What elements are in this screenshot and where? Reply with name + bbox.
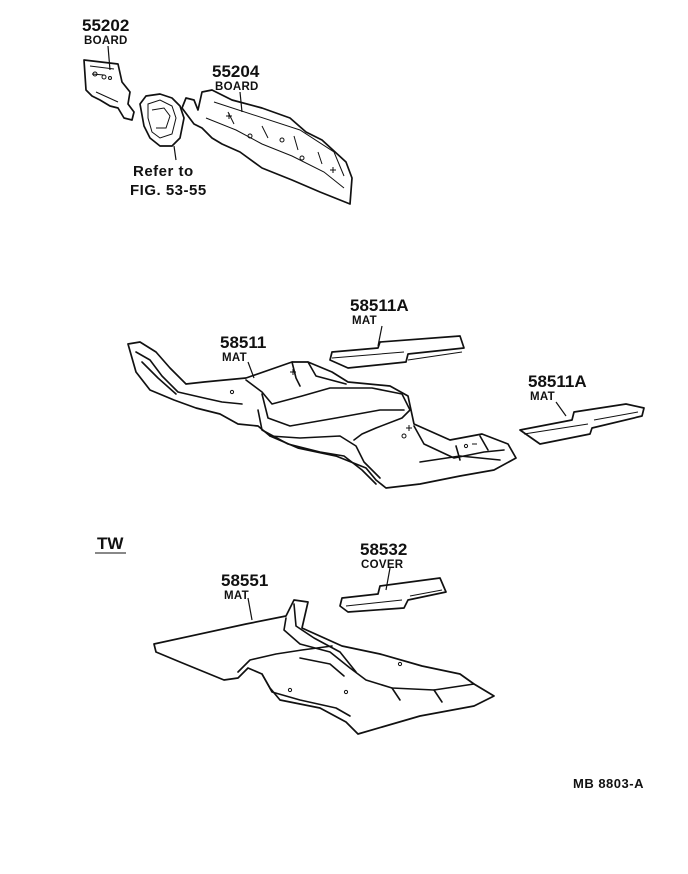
part-name-58511: MAT — [222, 352, 247, 364]
mat-58511A-right-drawing — [519, 403, 645, 445]
variant-label: TW — [97, 534, 124, 553]
cover-58532-drawing — [339, 577, 447, 613]
part-name-58532: COVER — [361, 559, 404, 571]
mat-58551-drawing — [153, 599, 495, 735]
part-name-58551: MAT — [224, 590, 249, 602]
part-number-58511A-upper: 58511A — [350, 296, 409, 315]
leader-55202 — [107, 45, 111, 71]
part-number-55204: 55204 — [212, 62, 260, 81]
reference-line-2: FIG. 53-55 — [130, 182, 207, 199]
part-name-58511A-right: MAT — [530, 391, 555, 403]
leader-refer — [173, 145, 177, 161]
part-number-58511: 58511 — [220, 333, 266, 352]
part-number-58532: 58532 — [360, 540, 407, 559]
leader-58532 — [385, 567, 391, 591]
part-number-55202: 55202 — [82, 16, 129, 35]
part-name-55202: BOARD — [84, 35, 128, 47]
part-name-55204: BOARD — [215, 81, 259, 93]
leader-58551 — [247, 597, 253, 621]
reference-line-1: Refer to — [133, 163, 194, 180]
mat-58511A-upper-drawing — [329, 335, 465, 369]
board-55204-drawing — [181, 89, 353, 205]
leader-58511A-right — [555, 401, 567, 417]
leader-58511 — [247, 361, 255, 379]
part-number-58511A-right: 58511A — [528, 372, 587, 391]
refer-part-drawing — [139, 93, 185, 147]
board-55202-drawing — [83, 59, 135, 121]
part-number-58551: 58551 — [221, 571, 268, 590]
part-name-58511A-upper: MAT — [352, 315, 377, 327]
diagram-code: MB 8803-A — [573, 776, 644, 791]
leader-55204 — [239, 91, 243, 113]
leader-58511A-upper — [377, 325, 383, 347]
mat-58511-drawing — [127, 341, 517, 489]
